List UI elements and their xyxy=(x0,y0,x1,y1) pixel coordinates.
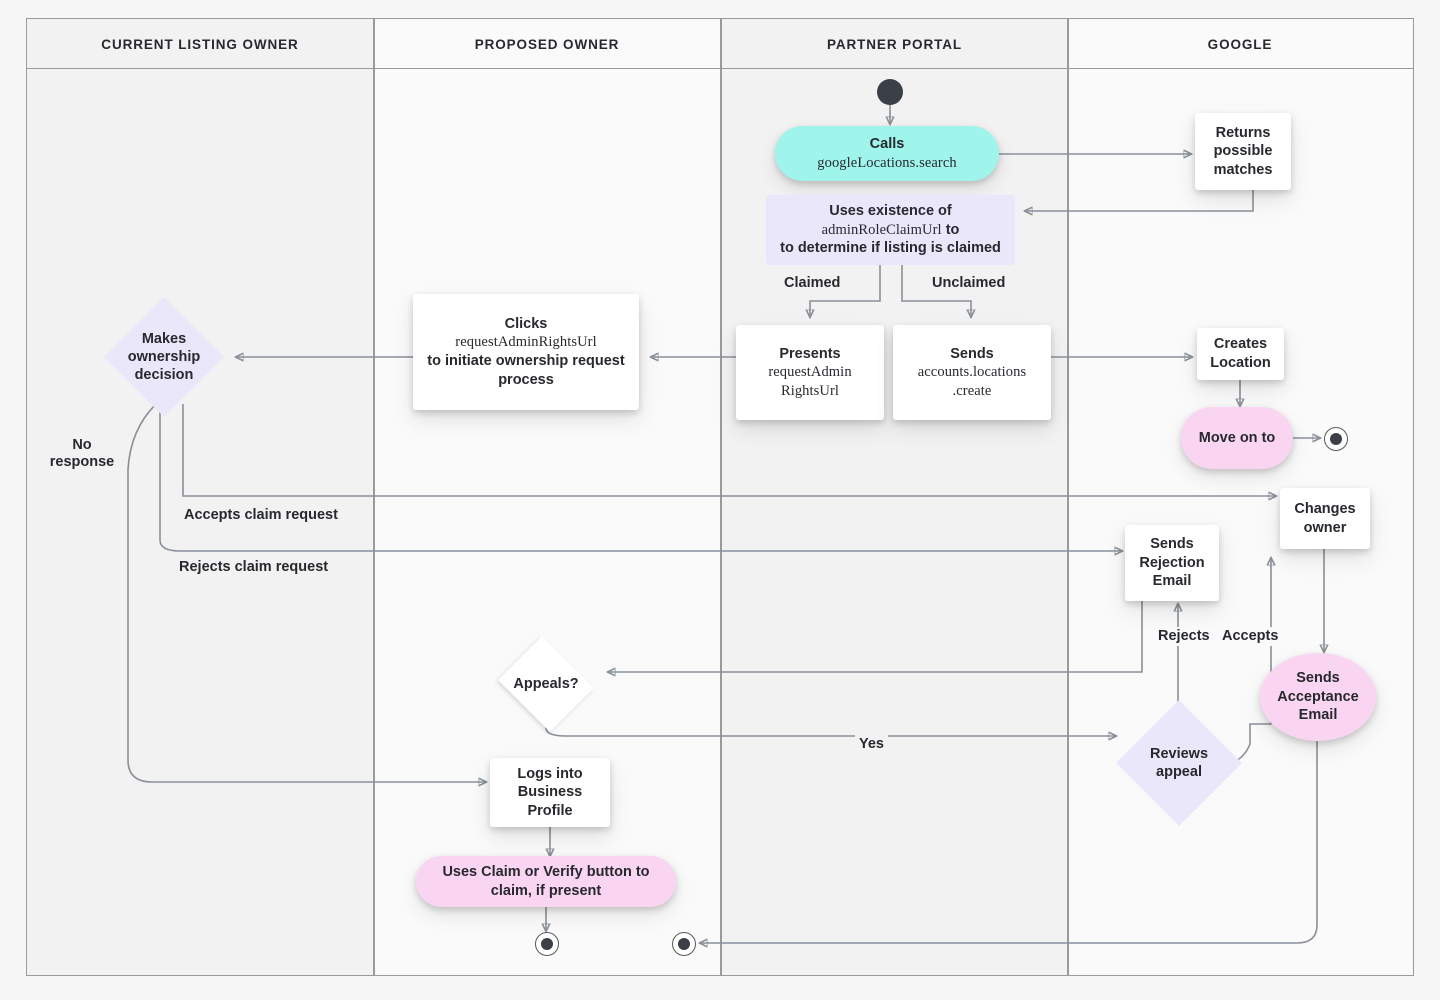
node-sends-line2: accounts.locations .create xyxy=(917,364,1027,399)
edge-label-rejects: Rejects xyxy=(1154,627,1214,647)
node-sends-rejection-email[interactable]: Sends Rejection Email xyxy=(1125,525,1219,601)
node-creates-location[interactable]: Creates Location xyxy=(1197,328,1284,380)
node-reviews-appeal[interactable]: Reviews appeal xyxy=(1116,700,1242,826)
end-node-proposed-owner xyxy=(535,932,559,956)
edge-label-accepts: Accepts xyxy=(1218,627,1283,647)
start-node-partner-portal xyxy=(877,79,903,105)
lane-header-proposed-owner: PROPOSED OWNER xyxy=(474,36,620,52)
node-sends-accounts-locations-create[interactable]: Sends accounts.locations .create xyxy=(893,325,1051,420)
node-uses-claim-verify-label: Uses Claim or Verify button to claim, if… xyxy=(442,863,650,899)
edge-label-rejects-claim-request: Rejects claim request xyxy=(175,558,333,578)
node-changes-owner-label: Changes owner xyxy=(1294,500,1356,536)
lane-header-current-listing-owner: CURRENT LISTING OWNER xyxy=(101,36,299,52)
node-makes-decision-label: Makes ownership decision xyxy=(127,330,201,384)
node-presents-line1: Presents xyxy=(779,345,841,362)
node-calls-line1: Calls xyxy=(869,135,905,152)
node-calls-line2: googleLocations.search xyxy=(817,154,957,171)
node-appeals-decision[interactable]: Appeals? xyxy=(494,636,598,732)
node-uses-existence-admin-role-claim-url[interactable]: Uses existence of adminRoleClaimUrl to t… xyxy=(766,195,1015,265)
edge-label-unclaimed: Unclaimed xyxy=(928,274,1010,294)
node-presents-line2: requestAdmin RightsUrl xyxy=(768,364,852,399)
node-move-on-to[interactable]: Move on to xyxy=(1181,407,1293,469)
node-clicks-line1: Clicks xyxy=(504,315,548,332)
lane-divider-2 xyxy=(720,19,722,975)
lane-divider-3 xyxy=(1067,19,1069,975)
lane-proposed-owner xyxy=(374,19,720,975)
node-logs-into-business-profile[interactable]: Logs into Business Profile xyxy=(490,758,610,827)
edge-label-no-response: No response xyxy=(42,436,122,473)
node-presents-request-admin-rights-url[interactable]: Presents requestAdmin RightsUrl xyxy=(736,325,884,420)
node-uses-part2: adminRoleClaimUrl xyxy=(821,221,942,238)
node-changes-owner[interactable]: Changes owner xyxy=(1280,488,1370,549)
node-uses-claim-or-verify-button[interactable]: Uses Claim or Verify button to claim, if… xyxy=(416,856,676,907)
node-uses-part3: to determine if listing is claimed xyxy=(780,240,1001,257)
node-clicks-line3: to initiate ownership request process xyxy=(427,353,625,388)
edge-label-claimed: Claimed xyxy=(780,274,845,294)
end-node-partner-portal xyxy=(672,932,696,956)
lane-current-listing-owner xyxy=(27,19,373,975)
node-sends-rejection-email-label: Sends Rejection Email xyxy=(1139,536,1205,590)
node-uses-part1: Uses existence of xyxy=(829,203,952,220)
node-returns-possible-matches[interactable]: Returns possible matches xyxy=(1195,113,1291,190)
edge-label-accepts-claim-request: Accepts claim request xyxy=(180,506,342,526)
node-sends-acceptance-email-label: Sends Acceptance Email xyxy=(1277,670,1359,724)
node-calls-google-locations-search[interactable]: Calls googleLocations.search xyxy=(775,126,999,181)
end-node-google xyxy=(1324,427,1348,451)
node-sends-acceptance-email[interactable]: Sends Acceptance Email xyxy=(1260,653,1376,741)
edge-label-yes: Yes xyxy=(855,735,888,755)
node-makes-ownership-decision[interactable]: Makes ownership decision xyxy=(104,297,224,417)
node-sends-line1: Sends xyxy=(950,345,994,362)
lane-header-partner-portal: PARTNER PORTAL xyxy=(826,36,963,52)
node-returns-label: Returns possible matches xyxy=(1213,124,1273,178)
lane-header-google: GOOGLE xyxy=(1207,36,1273,52)
node-clicks-line2: requestAdminRightsUrl xyxy=(455,334,597,351)
node-creates-location-label: Creates Location xyxy=(1210,336,1271,371)
node-logs-into-label: Logs into Business Profile xyxy=(517,765,583,819)
node-appeals-label: Appeals? xyxy=(513,675,579,692)
node-reviews-appeal-label: Reviews appeal xyxy=(1149,745,1209,780)
node-move-on-to-label: Move on to xyxy=(1198,429,1276,446)
node-clicks-request-admin-rights-url[interactable]: Clicks requestAdminRightsUrl to initiate… xyxy=(413,294,639,410)
lane-divider-1 xyxy=(373,19,375,975)
